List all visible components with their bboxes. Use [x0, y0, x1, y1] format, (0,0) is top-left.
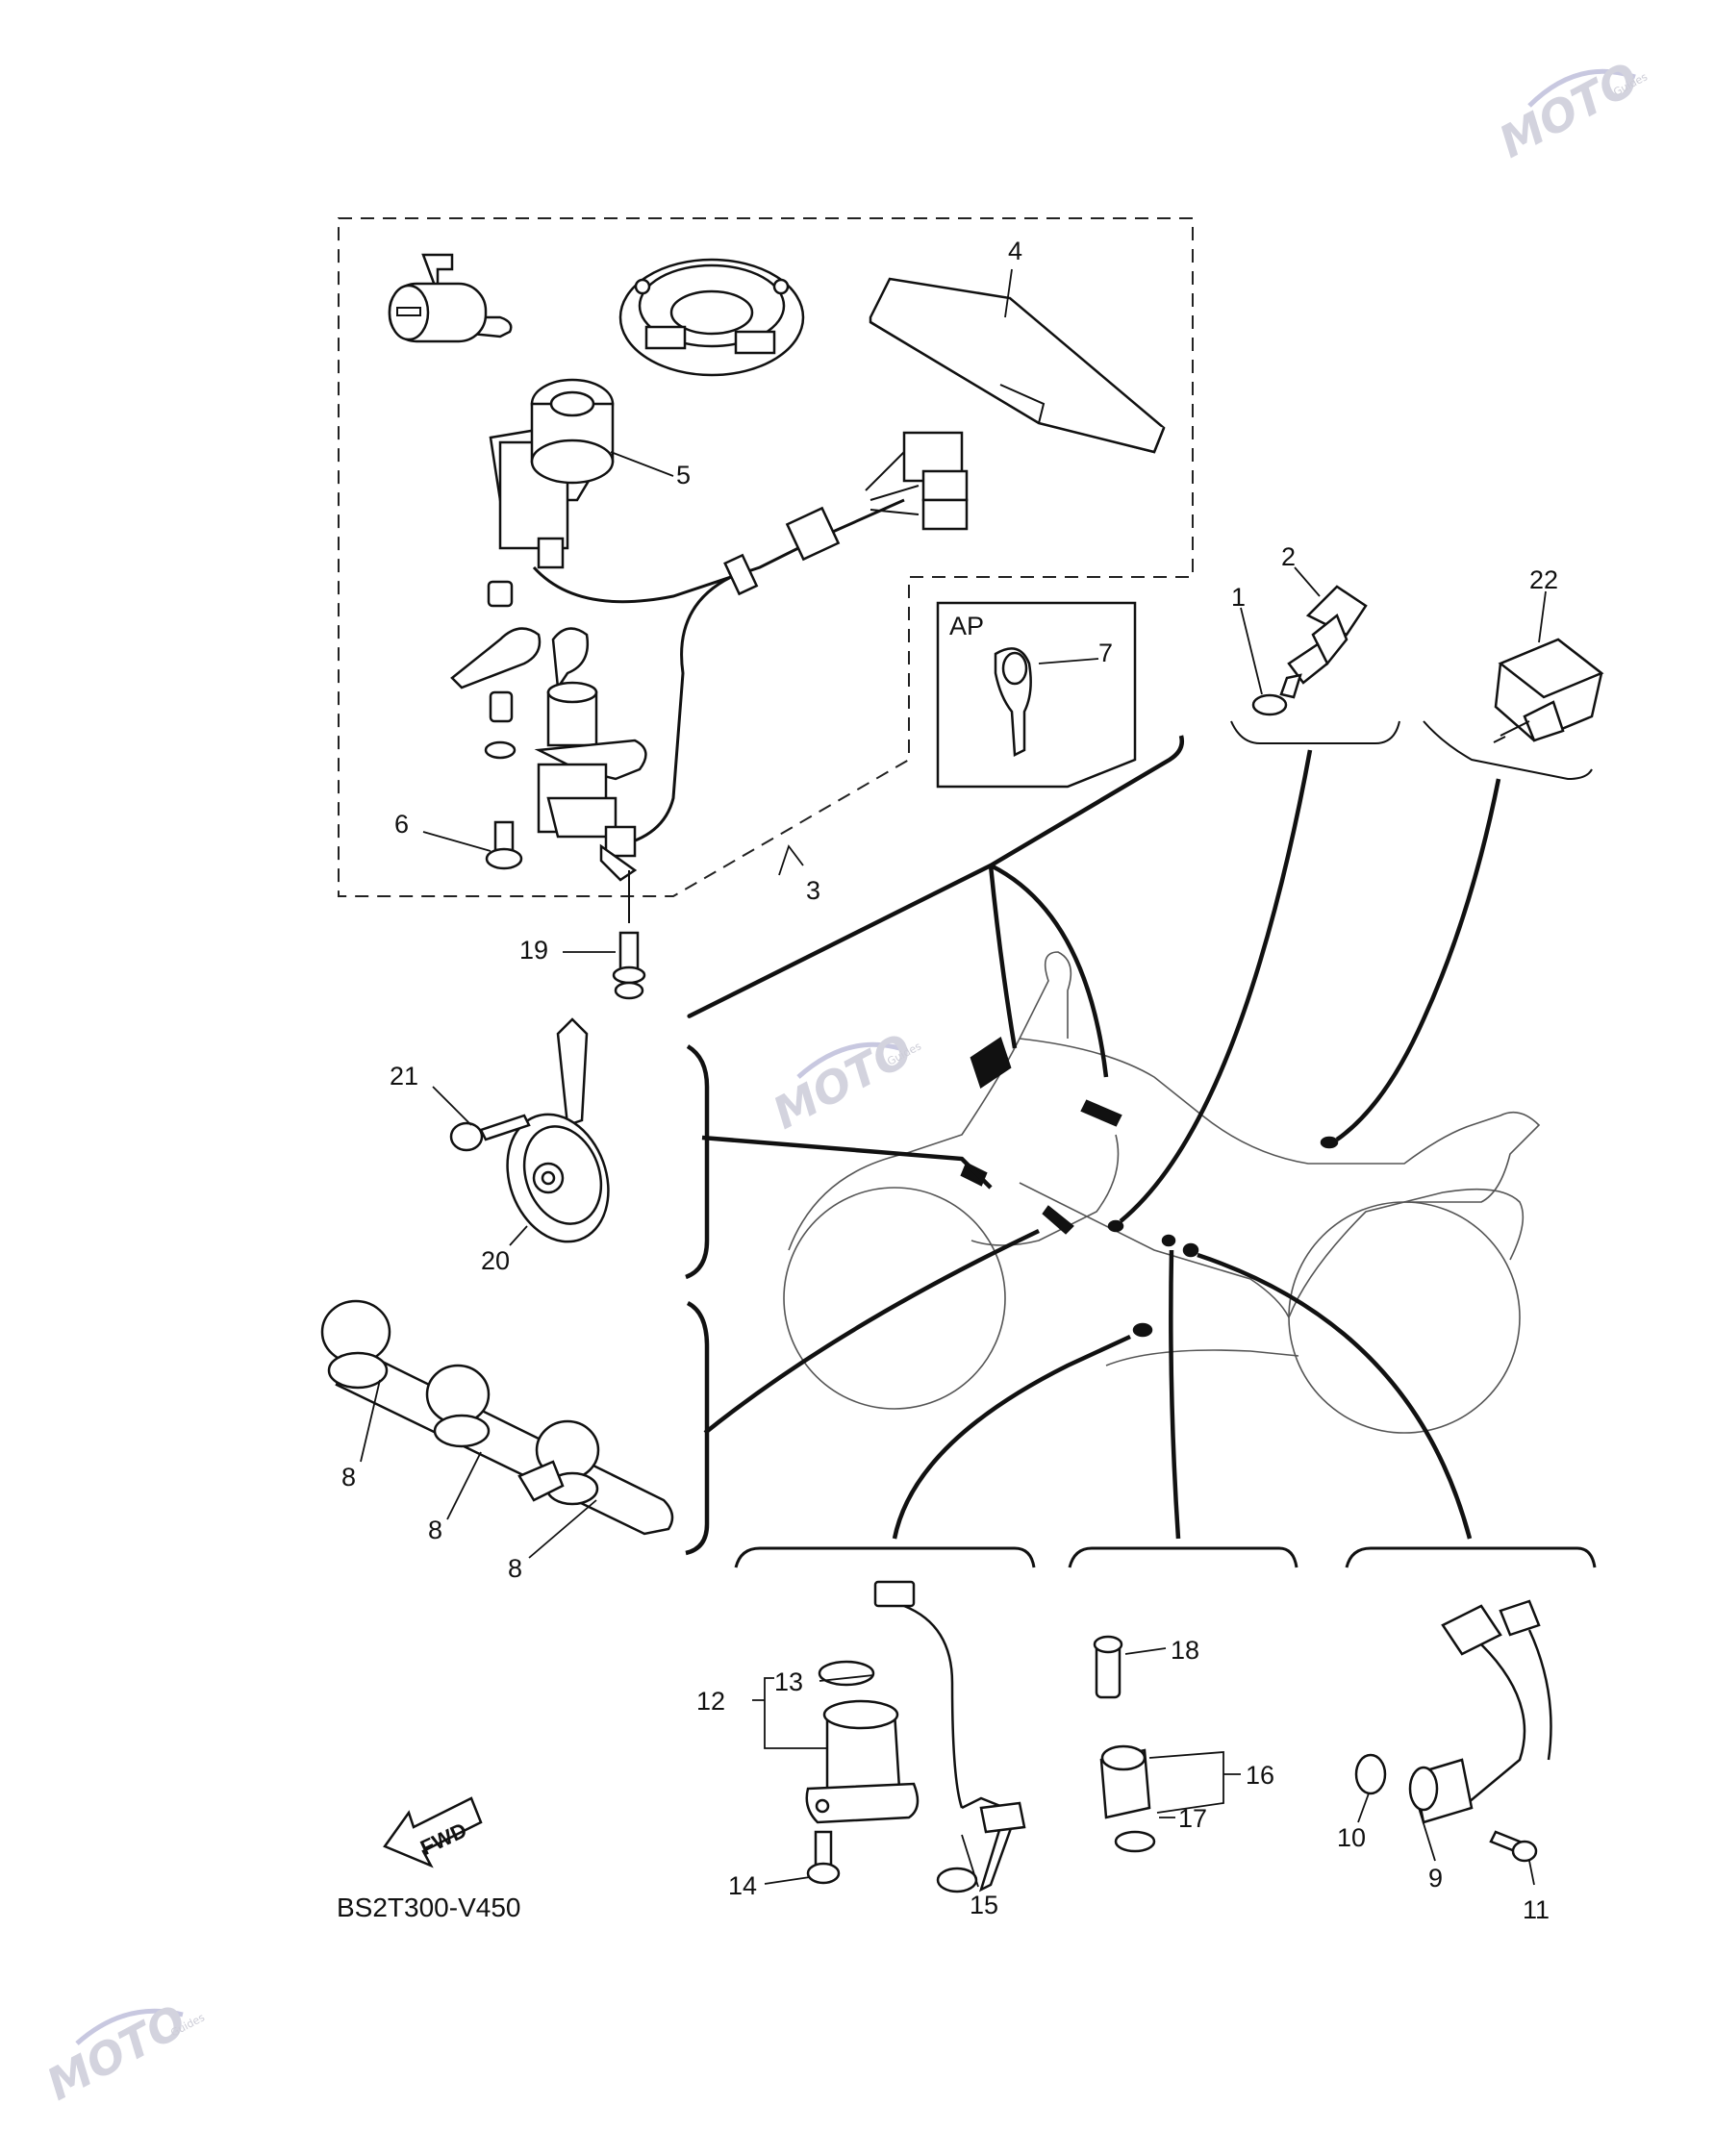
- callout-6: 6: [394, 810, 409, 839]
- relay-bracket: [1423, 720, 1593, 781]
- callout-13: 13: [774, 1667, 803, 1696]
- bolt-11: [1489, 1830, 1538, 1863]
- svg-text:MOTO: MOTO: [1491, 52, 1648, 168]
- callout-9: 9: [1428, 1864, 1443, 1893]
- callout-8-b: 8: [428, 1516, 442, 1544]
- svg-text:AP: AP: [949, 612, 984, 640]
- diagram-code: BS2T300-V450: [337, 1893, 520, 1922]
- svg-text:MOTO: MOTO: [765, 1023, 921, 1140]
- callout-5: 5: [676, 461, 691, 489]
- watermark-bottom-left: MOTO Guides: [38, 1994, 207, 2111]
- motorcycle-outline: [783, 951, 1541, 1434]
- callout-2: 2: [1281, 542, 1296, 571]
- leader-lines: [685, 735, 1597, 1568]
- svg-text:MOTO: MOTO: [38, 1994, 195, 2111]
- sensor-2: [1279, 585, 1368, 699]
- callout-15: 15: [970, 1891, 998, 1919]
- callout-8-a: 8: [341, 1463, 356, 1492]
- callout-12: 12: [696, 1687, 725, 1716]
- main-switch: [489, 378, 615, 569]
- callout-17: 17: [1178, 1804, 1207, 1833]
- sensor-9: [1354, 1599, 1552, 1824]
- key-set: [450, 580, 647, 882]
- fwd-arrow: FWD: [383, 1796, 483, 1868]
- sensor-bracket-left: [1230, 720, 1400, 744]
- callout-7: 7: [1098, 639, 1113, 667]
- sensor-assembly-12: [805, 1580, 1026, 1893]
- screw-21: [449, 1114, 531, 1152]
- relay-22: [1493, 638, 1604, 743]
- callout-14: 14: [728, 1871, 757, 1900]
- callout-19: 19: [519, 936, 548, 965]
- kit-boundary: [338, 217, 1194, 897]
- ignition-coils: [320, 1299, 674, 1536]
- callout-8-c: 8: [508, 1554, 522, 1583]
- callout-22: 22: [1529, 565, 1558, 594]
- callout-21: 21: [390, 1062, 418, 1091]
- ap-key-box: AP: [936, 601, 1137, 789]
- callout-10: 10: [1337, 1823, 1366, 1852]
- sensor-16: [1093, 1635, 1156, 1853]
- bolt-6: [485, 820, 523, 870]
- bolt-19: [612, 870, 646, 1000]
- callout-leaders: [360, 268, 1547, 1888]
- callout-11: 11: [1523, 1895, 1550, 1924]
- callout-3: 3: [806, 876, 820, 905]
- wire-harness: [532, 431, 969, 848]
- callout-4: 4: [1008, 237, 1022, 265]
- washer-1: [1251, 693, 1288, 716]
- fuel-cap: [618, 258, 805, 377]
- ecu-unit: [869, 277, 1166, 454]
- horn-20: [506, 1017, 610, 1243]
- callout-20: 20: [481, 1246, 510, 1275]
- watermark-center: MOTO Guides: [765, 1023, 923, 1140]
- seat-lock: [388, 253, 513, 343]
- callout-18: 18: [1171, 1636, 1199, 1665]
- callout-16: 16: [1246, 1761, 1274, 1790]
- watermark-top-right: MOTO Guides: [1491, 52, 1650, 168]
- screw-14: [806, 1830, 841, 1885]
- callout-1: 1: [1231, 583, 1246, 612]
